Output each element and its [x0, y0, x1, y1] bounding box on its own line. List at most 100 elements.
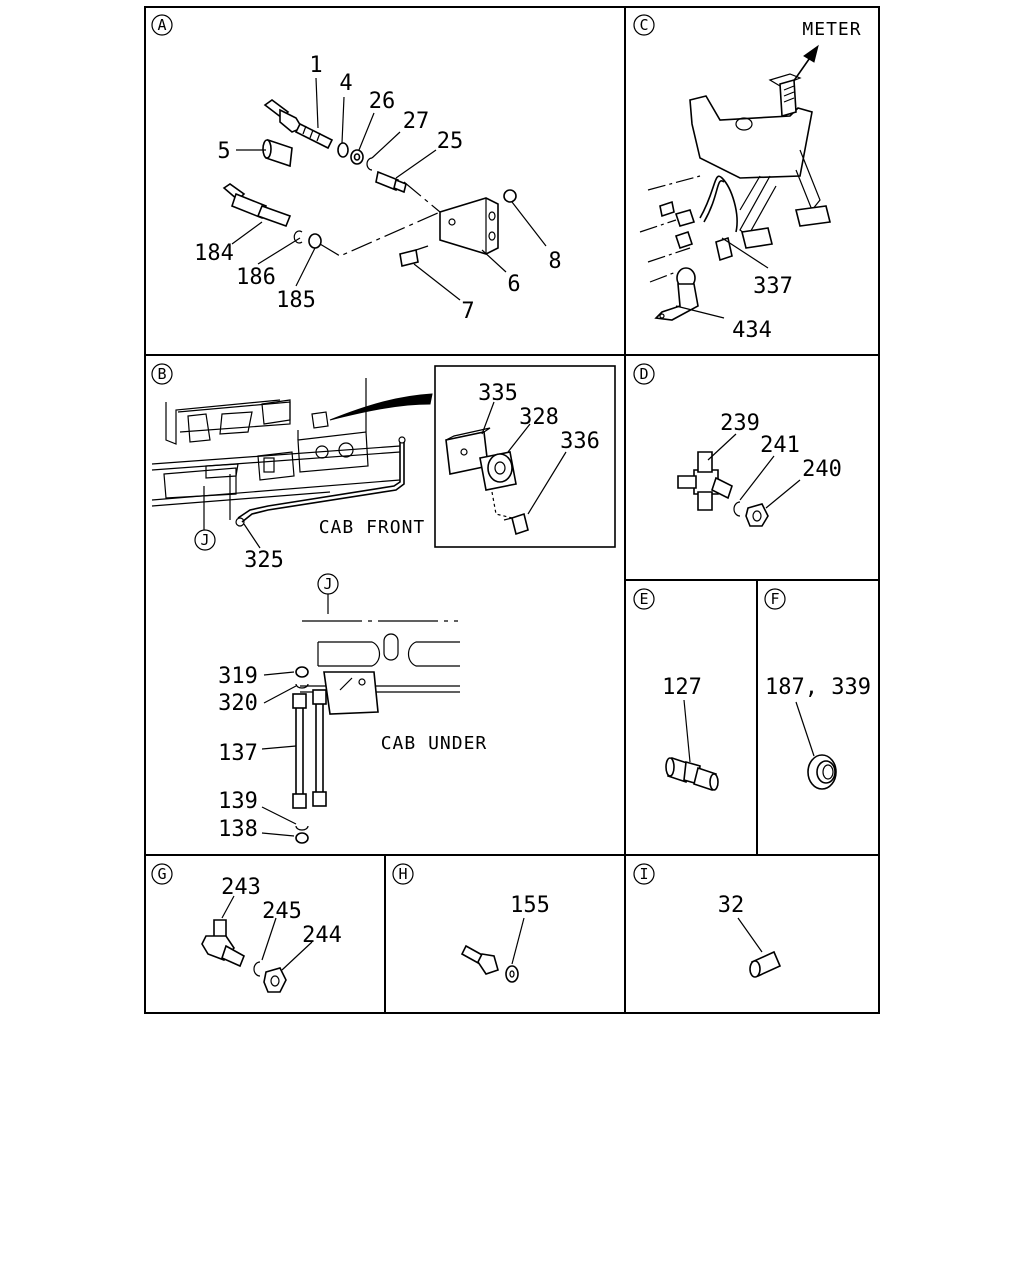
section-j-marker: J: [323, 575, 332, 593]
label-127: 127: [662, 675, 702, 700]
elbow-243: [201, 919, 246, 968]
meter-label: METER: [802, 19, 861, 40]
label-319: 319: [218, 664, 258, 689]
label-241: 241: [760, 433, 800, 458]
nut-319: [295, 666, 309, 678]
label-27: 27: [403, 109, 430, 134]
fitting-c: [659, 200, 696, 227]
ref-j-marker: J: [200, 531, 209, 549]
label-8: 8: [548, 249, 561, 274]
label-325: 325: [244, 548, 284, 573]
section-h: 155: [460, 893, 550, 983]
clip-186: [293, 230, 303, 244]
label-245: 245: [262, 899, 302, 924]
label-4: 4: [339, 71, 352, 96]
svg-text:A: A: [157, 16, 166, 34]
svg-text:C: C: [639, 16, 648, 34]
nut-240: [745, 503, 769, 527]
cab-under-label: CAB UNDER: [381, 733, 488, 754]
label-335: 335: [478, 381, 518, 406]
label-186: 186: [236, 265, 276, 290]
section-c-marker: C: [633, 14, 655, 36]
clip-27: [366, 157, 373, 171]
section-i: 32: [718, 893, 782, 978]
label-320: 320: [218, 691, 258, 716]
pipes-137: [292, 689, 327, 809]
label-139: 139: [218, 789, 258, 814]
cross-fitting-239: [677, 451, 733, 511]
label-26: 26: [369, 89, 396, 114]
section-g-marker: G: [151, 863, 173, 885]
clip-241: [733, 501, 741, 517]
cab-frame-outline: [151, 378, 401, 507]
label-244: 244: [302, 923, 342, 948]
pipe-325: [241, 442, 405, 523]
union-127: [665, 756, 719, 792]
nut-8: [503, 189, 517, 203]
svg-text:B: B: [157, 365, 166, 383]
sleeve-32: [749, 950, 782, 978]
label-137: 137: [218, 741, 258, 766]
section-f: 187, 339: [765, 675, 871, 790]
label-434: 434: [732, 318, 772, 343]
label-155: 155: [510, 893, 550, 918]
section-d-marker: D: [633, 363, 655, 385]
label-25: 25: [437, 129, 464, 154]
nut-138: [295, 832, 309, 844]
label-240: 240: [802, 457, 842, 482]
label-138: 138: [218, 817, 258, 842]
label-239: 239: [720, 411, 760, 436]
detail-pointer: [329, 393, 433, 421]
bolt-155: [460, 944, 499, 975]
section-b: J 325 CAB FRONT 335 328 336: [151, 365, 616, 573]
svg-text:I: I: [639, 865, 648, 883]
label-7: 7: [461, 299, 474, 324]
nut-185: [308, 233, 322, 249]
section-i-marker: I: [633, 863, 655, 885]
grommet-187-339: [807, 754, 837, 790]
label-5: 5: [217, 139, 230, 164]
section-d: 239 241 240: [677, 411, 842, 527]
label-185: 185: [276, 288, 316, 313]
bolt-7: [399, 245, 429, 267]
washer-155: [505, 965, 519, 983]
label-337: 337: [753, 274, 793, 299]
inset-bolt-336: [503, 512, 529, 536]
svg-text:G: G: [157, 865, 166, 883]
section-c: METER: [639, 19, 861, 343]
section-g: 243 245 244: [201, 875, 342, 993]
label-243: 243: [221, 875, 261, 900]
clip-245: [253, 961, 261, 977]
clamp-434: [654, 267, 699, 321]
section-a: 1 4 26 27 25 5 184 186 185 8 6 7: [194, 53, 562, 324]
section-j: J 319 320: [218, 573, 488, 844]
svg-text:H: H: [398, 865, 407, 883]
meter-arrow: [803, 44, 819, 63]
diagram-frame: [144, 6, 880, 1014]
section-f-marker: F: [764, 588, 786, 610]
section-markers: A B C D E F G H I: [151, 14, 786, 885]
label-187-339: 187, 339: [765, 675, 871, 700]
label-328: 328: [519, 405, 559, 430]
section-a-marker: A: [151, 14, 173, 36]
label-32: 32: [718, 893, 745, 918]
cable-337: [699, 175, 738, 233]
nut-244: [263, 967, 287, 993]
pedal-bracket: [689, 73, 813, 179]
sleeve-5: [262, 138, 293, 168]
clip-320: [295, 683, 309, 689]
section-b-marker: B: [151, 363, 173, 385]
label-1: 1: [309, 53, 322, 78]
label-184: 184: [194, 241, 234, 266]
fitting-25: [375, 170, 407, 194]
svg-text:E: E: [639, 590, 648, 608]
label-336: 336: [560, 429, 600, 454]
section-h-marker: H: [392, 863, 414, 885]
cab-front-label: CAB FRONT: [319, 517, 426, 538]
bracket-6: [439, 197, 499, 255]
detail-inset: [434, 365, 616, 548]
label-6: 6: [507, 272, 520, 297]
section-e: 127: [662, 675, 719, 792]
section-e-marker: E: [633, 588, 655, 610]
